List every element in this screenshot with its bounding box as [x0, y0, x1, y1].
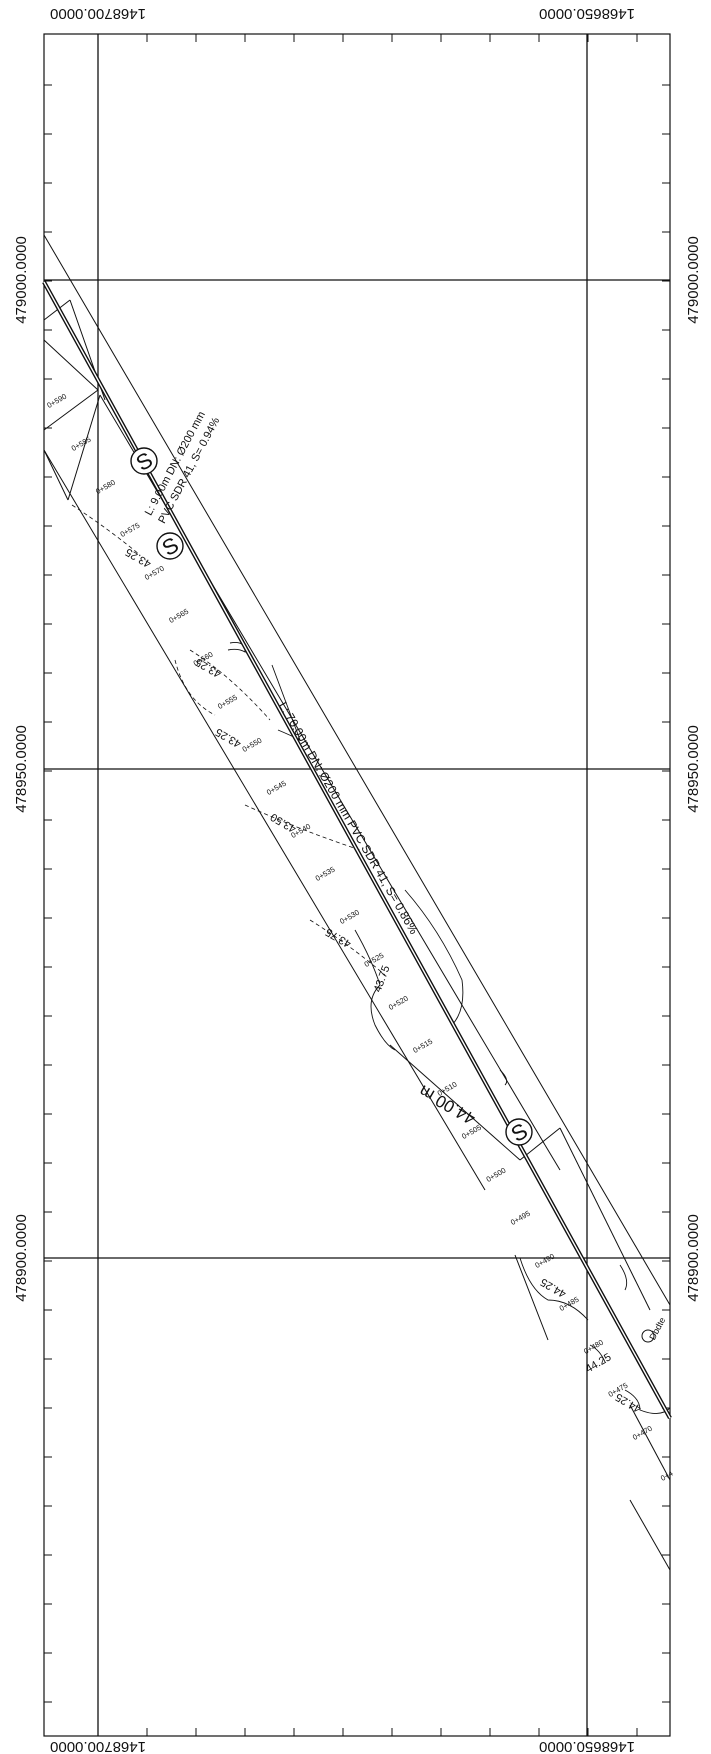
edge-note: Dbdte — [647, 1316, 667, 1342]
manhole-circle — [505, 1118, 533, 1146]
station-label: 0+530 — [338, 908, 361, 926]
dashed-contours — [71, 504, 386, 976]
manhole-3: S — [505, 1118, 533, 1147]
manhole-2: S — [156, 532, 184, 561]
contour-elevation-label: 43.25 — [214, 726, 244, 750]
station-label: 0+515 — [411, 1037, 434, 1055]
coordinate-grid — [44, 34, 670, 1736]
pipe-label-main: L: 70.00m DN: Ø200 mm PVC SDR 41, S= 0.8… — [276, 699, 421, 936]
contour-elevation-label: 43.25 — [124, 546, 154, 570]
right-coordinate-1: 479000.0000 — [685, 236, 702, 324]
station-label: 0+4 — [659, 1469, 675, 1483]
manhole-circle — [156, 532, 184, 560]
station-label: 0+535 — [314, 865, 337, 883]
left-coordinate-1: 479000.0000 — [13, 236, 30, 324]
bottom-coordinate-right: 1468650.0000 — [539, 1738, 635, 1754]
station-label: 0+585 — [70, 435, 93, 453]
station-label: 0+575 — [119, 521, 142, 539]
road-outlines — [43, 234, 671, 1571]
valve-symbol — [641, 1329, 655, 1343]
top-coordinate-right: 1468650.0000 — [539, 5, 635, 22]
station-label: 0+565 — [167, 607, 190, 625]
contour-elevation-label: 43.75 — [324, 926, 354, 950]
manhole-1: S — [130, 447, 158, 476]
station-label: 0+545 — [265, 779, 288, 797]
bottom-coordinate-left: 1468700.0000 — [50, 1738, 146, 1754]
station-label: 0+550 — [241, 736, 264, 754]
right-coordinate-3: 478900.0000 — [685, 1214, 702, 1302]
contour-lines — [227, 641, 671, 1414]
plan-frame — [43, 33, 671, 1737]
station-label: 0+495 — [509, 1209, 532, 1227]
station-label: 0+520 — [387, 994, 410, 1012]
top-coordinate-left: 1468700.0000 — [50, 5, 146, 22]
station-label: 0+470 — [631, 1424, 654, 1442]
contour-elevation-label: 43.75 — [372, 964, 393, 994]
left-coordinate-2: 478950.0000 — [13, 725, 30, 813]
right-coordinate-2: 478950.0000 — [685, 725, 702, 813]
manhole-circle — [130, 447, 158, 475]
station-label: 0+500 — [485, 1166, 508, 1184]
left-coordinate-3: 478900.0000 — [13, 1214, 30, 1302]
contour-elevation-labels: 43.2543.2543.2543.5043.7543.7544.2544.25… — [124, 546, 644, 1415]
station-label: 0+555 — [216, 693, 239, 711]
contour-elevation-label: 44.25 — [539, 1276, 569, 1300]
station-label: 0+590 — [45, 392, 68, 410]
station-label: 0+480 — [582, 1338, 605, 1356]
frame-tick-marks — [44, 34, 670, 1736]
station-label: 0+490 — [533, 1252, 556, 1270]
